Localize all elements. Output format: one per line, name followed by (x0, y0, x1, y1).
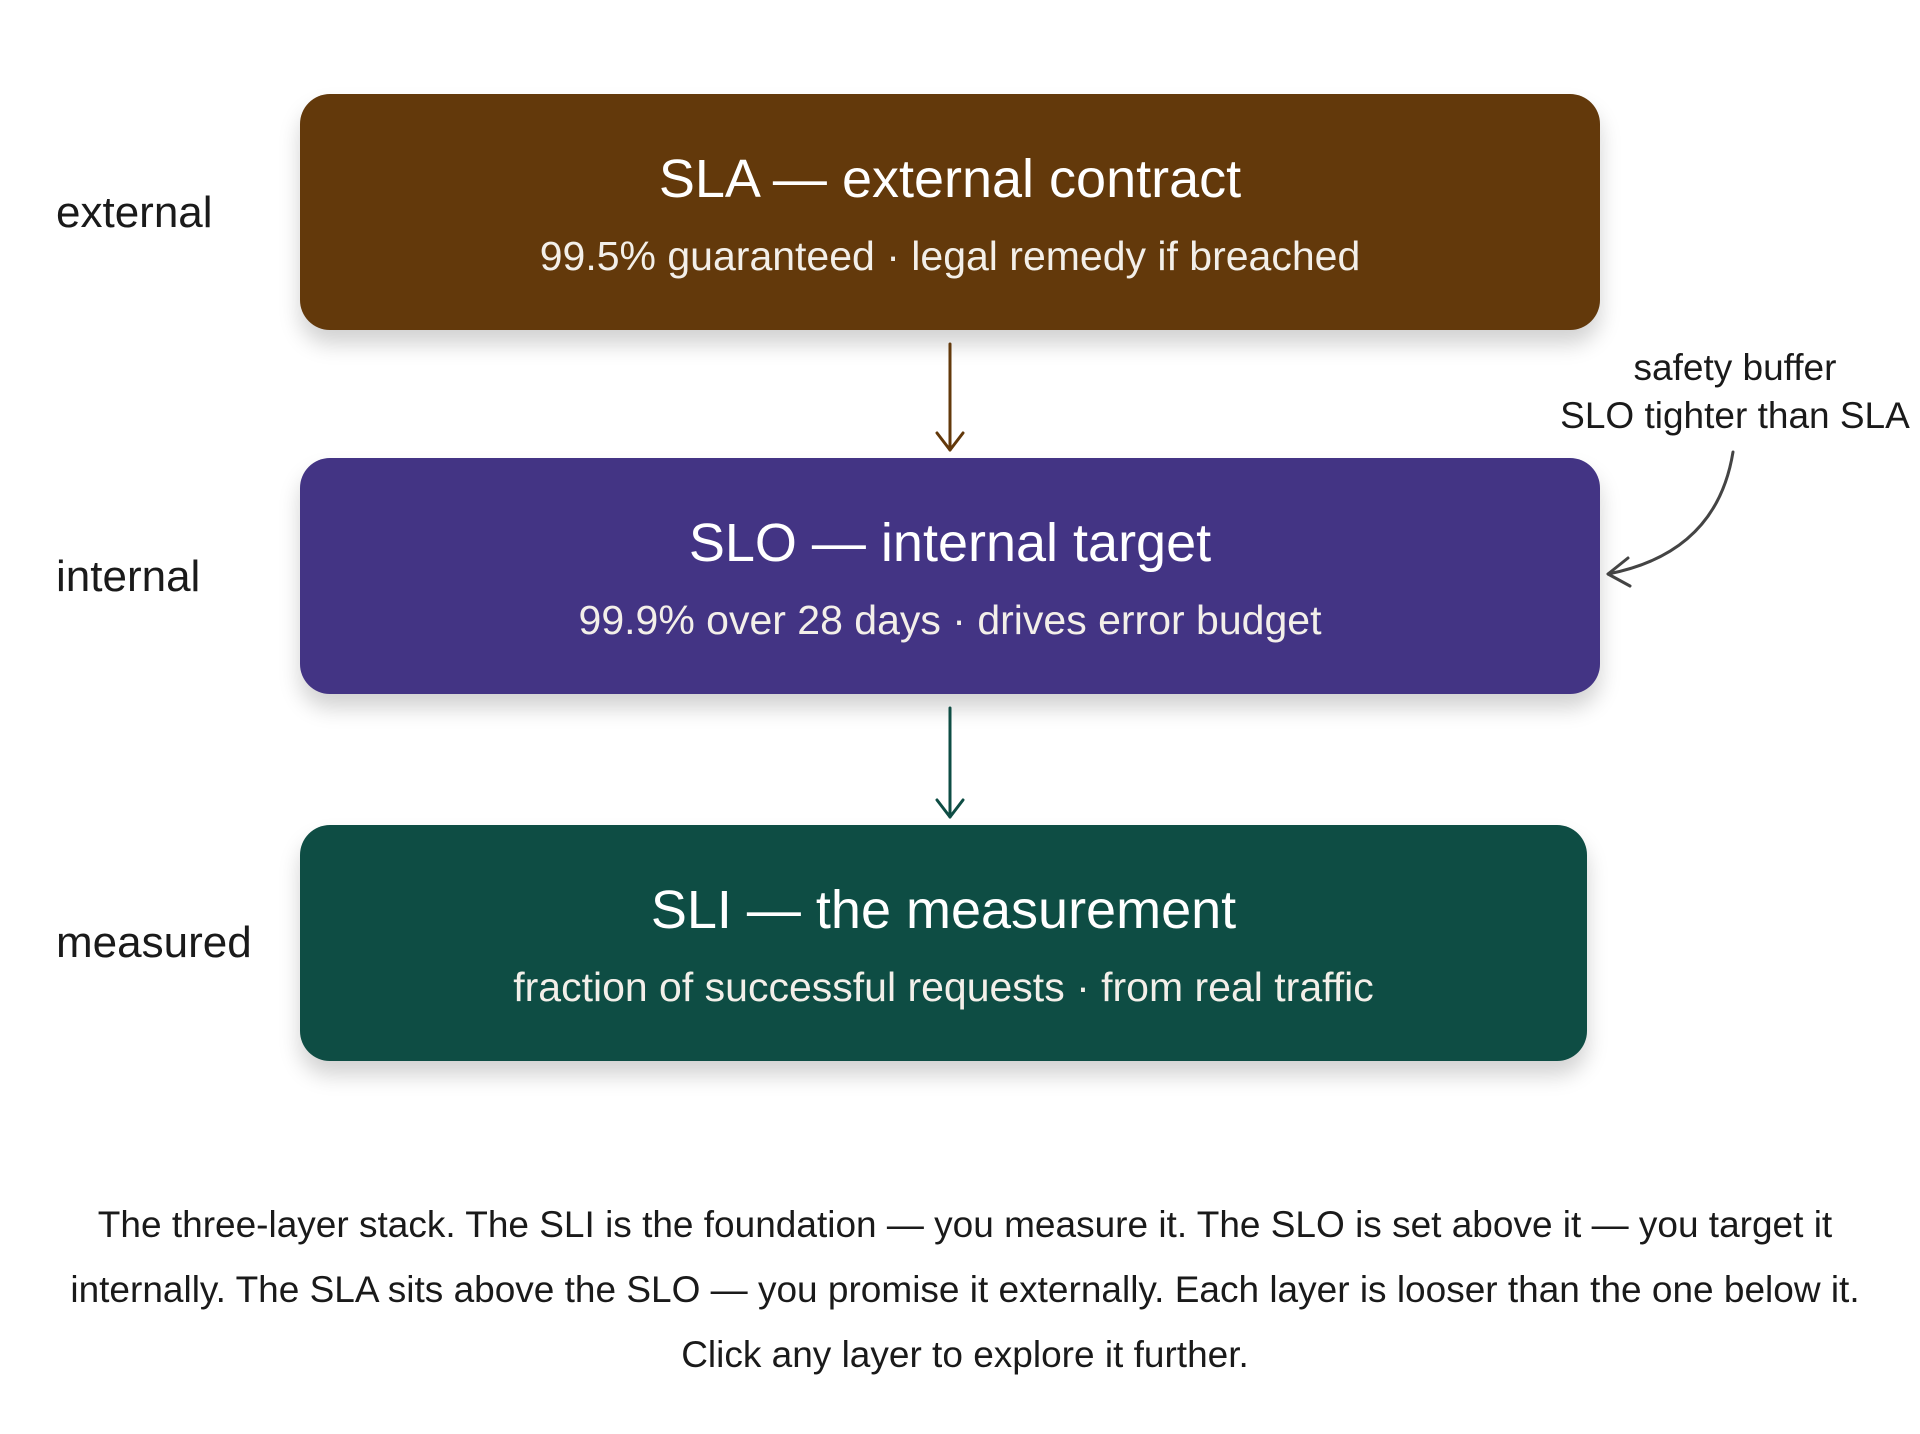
sli-layer-box[interactable]: SLI — the measurement fraction of succes… (300, 825, 1587, 1061)
side-label-external: external (56, 188, 213, 237)
sli-subtitle: fraction of successful requests · from r… (513, 964, 1374, 1010)
annotation-line-1: safety buffer (1633, 347, 1837, 388)
sla-subtitle: 99.5% guaranteed · legal remedy if breac… (539, 233, 1361, 279)
caption-line-2: internally. The SLA sits above the SLO —… (70, 1269, 1860, 1310)
slo-subtitle: 99.9% over 28 days · drives error budget (578, 597, 1322, 643)
annotation-curved-arrow (1606, 450, 1735, 588)
annotation-line-2: SLO tighter than SLA (1560, 395, 1910, 436)
side-label-internal: internal (56, 552, 201, 601)
sli-title: SLI — the measurement (650, 880, 1237, 940)
slo-title: SLO — internal target (688, 513, 1212, 573)
side-label-measured: measured (56, 918, 252, 967)
caption-line-1: The three-layer stack. The SLI is the fo… (97, 1204, 1833, 1245)
caption-line-3: Click any layer to explore it further. (681, 1334, 1249, 1375)
arrow-sla-to-slo (935, 342, 965, 452)
sla-layer-box[interactable]: SLA — external contract 99.5% guaranteed… (300, 94, 1600, 330)
diagram-caption: The three-layer stack. The SLI is the fo… (40, 1192, 1890, 1387)
safety-buffer-annotation: safety buffer SLO tighter than SLA (1560, 344, 1910, 440)
slo-layer-box[interactable]: SLO — internal target 99.9% over 28 days… (300, 458, 1600, 694)
arrow-slo-to-sli (935, 706, 965, 819)
sla-title: SLA — external contract (658, 149, 1242, 209)
